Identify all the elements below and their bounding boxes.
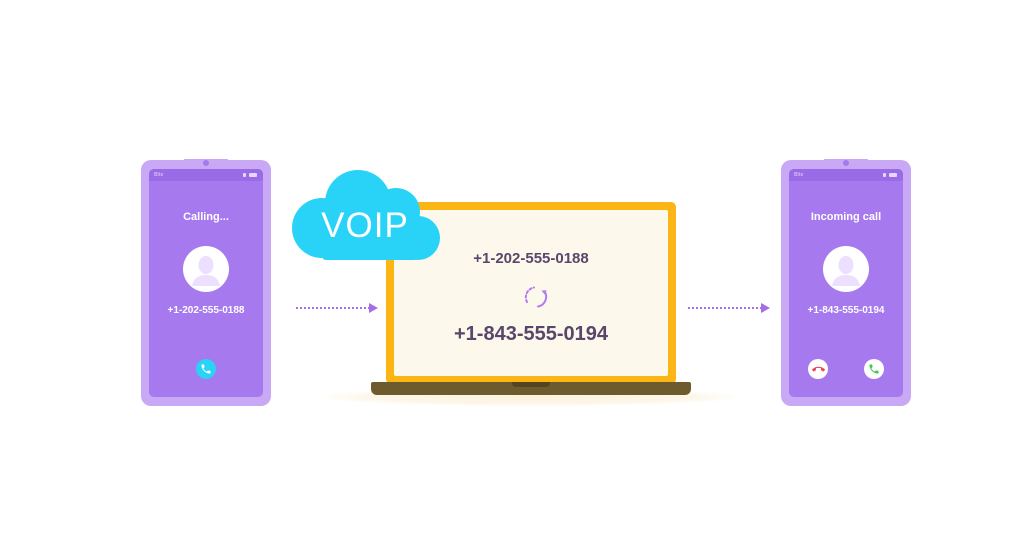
user-silhouette-icon bbox=[832, 256, 860, 286]
laptop-base bbox=[371, 382, 691, 395]
laptop: +1-202-555-0188 +1-843-555-0194 bbox=[386, 202, 676, 384]
laptop-groove bbox=[512, 382, 550, 387]
status-bar: Blix bbox=[149, 169, 263, 181]
battery-icon bbox=[249, 173, 257, 177]
laptop-from-number: +1-202-555-0188 bbox=[473, 250, 589, 267]
accept-call-button[interactable] bbox=[864, 359, 884, 379]
phone-notch bbox=[184, 159, 228, 168]
status-bar-carrier: Blix bbox=[794, 172, 804, 178]
front-camera bbox=[843, 160, 849, 166]
user-silhouette-icon bbox=[192, 256, 220, 286]
arrow-caller-to-voip bbox=[296, 303, 378, 313]
status-bar: Blix bbox=[789, 169, 903, 181]
arrow-voip-to-receiver bbox=[688, 303, 770, 313]
arrow-right-icon bbox=[761, 303, 770, 313]
phone-icon bbox=[201, 364, 211, 374]
caller-phone-screen: Blix Calling... +1-202-555-0188 bbox=[149, 169, 263, 397]
hang-up-icon bbox=[811, 366, 825, 372]
receiver-phone: Blix Incoming call +1-843-555-0194 bbox=[781, 159, 911, 406]
cloud-icon bbox=[292, 170, 440, 260]
receiver-number: +1-843-555-0194 bbox=[807, 305, 885, 316]
sync-icon bbox=[524, 286, 548, 308]
receiver-avatar bbox=[823, 246, 869, 292]
voip-cloud: VOIP bbox=[288, 166, 444, 271]
caller-status-text: Calling... bbox=[183, 211, 229, 223]
voip-label: VOIP bbox=[321, 206, 409, 245]
battery-icon bbox=[889, 173, 897, 177]
receiver-phone-screen: Blix Incoming call +1-843-555-0194 bbox=[789, 169, 903, 397]
signal-icon bbox=[243, 173, 246, 177]
caller-phone: Blix Calling... +1-202-555-0188 bbox=[141, 159, 271, 406]
arrow-right-icon bbox=[369, 303, 378, 313]
laptop-to-number: +1-843-555-0194 bbox=[453, 323, 608, 345]
receiver-status-text: Incoming call bbox=[810, 211, 882, 223]
status-bar-carrier: Blix bbox=[154, 172, 164, 178]
phone-notch bbox=[824, 159, 868, 168]
front-camera bbox=[203, 160, 209, 166]
caller-number: +1-202-555-0188 bbox=[167, 305, 245, 316]
signal-icon bbox=[883, 173, 886, 177]
call-button[interactable] bbox=[196, 359, 216, 379]
phone-icon bbox=[869, 364, 879, 374]
caller-avatar bbox=[183, 246, 229, 292]
decline-call-button[interactable] bbox=[808, 359, 828, 379]
